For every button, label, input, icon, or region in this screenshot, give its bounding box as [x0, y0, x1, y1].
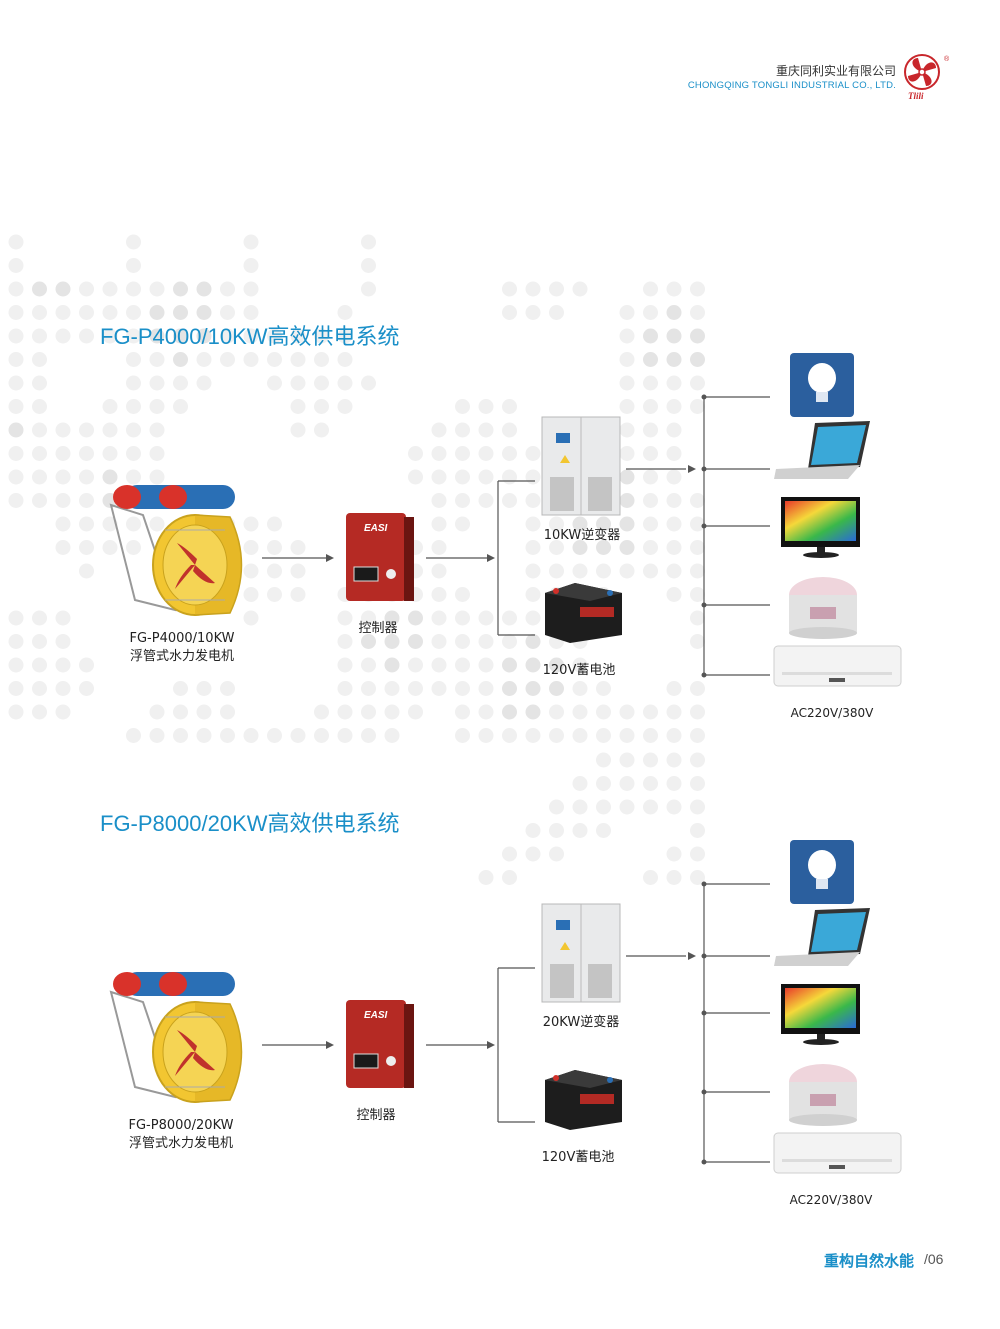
- section-2-diagram: EASI: [109, 840, 902, 1174]
- svg-text:EASI: EASI: [364, 523, 388, 534]
- page-number: /06: [924, 1251, 944, 1267]
- laptop-icon: [774, 908, 870, 966]
- controller-image: EASI: [346, 513, 414, 601]
- battery-image: [545, 583, 622, 643]
- section-2-title: FG-P8000/20KW高效供电系统: [100, 811, 400, 836]
- inverter-cabinet-image: [541, 416, 621, 516]
- light-bulb-icon: [790, 840, 854, 904]
- light-bulb-icon: [790, 353, 854, 417]
- rice-cooker-icon: [789, 1064, 857, 1126]
- air-conditioner-icon: [773, 645, 902, 687]
- battery-image: [545, 1070, 622, 1130]
- section-1-generator-model: FG-P4000/10KW: [129, 631, 235, 646]
- section-1-battery-label: 120V蓄电池: [542, 663, 616, 678]
- section-2-output-label: AC220V/380V: [789, 1193, 873, 1207]
- section-1-output-label: AC220V/380V: [790, 706, 874, 720]
- company-name-cn: 重庆同利实业有限公司: [775, 64, 896, 78]
- section-2-inverter-label: 20KW逆变器: [542, 1015, 620, 1030]
- section-2-generator-model: FG-P8000/20KW: [128, 1118, 234, 1133]
- section-2-generator-name: 浮管式水力发电机: [128, 1136, 233, 1151]
- monitor-icon: [781, 984, 860, 1045]
- controller-image: EASI: [346, 1000, 414, 1088]
- monitor-icon: [781, 497, 860, 558]
- company-logo: ® Tlili: [904, 54, 950, 101]
- section-2-controller-label: 控制器: [356, 1108, 396, 1123]
- logo-script-text: Tlili: [908, 91, 924, 101]
- company-name-en: CHONGQING TONGLI INDUSTRIAL CO., LTD.: [687, 80, 896, 91]
- hydro-generator-image: [109, 485, 243, 616]
- laptop-icon: [774, 421, 870, 479]
- inverter-cabinet-image: [541, 903, 621, 1003]
- section-1-diagram: EASI: [109, 353, 902, 687]
- section-2-battery-label: 120V蓄电池: [541, 1150, 615, 1165]
- svg-text:EASI: EASI: [364, 1010, 388, 1021]
- connector-lines: [262, 396, 770, 676]
- connector-arrows: [326, 881, 707, 1165]
- connector-arrows: [326, 394, 707, 678]
- section-1-controller-label: 控制器: [358, 621, 398, 636]
- section-1-title: FG-P4000/10KW高效供电系统: [100, 324, 400, 349]
- footer-tagline: 重构自然水能: [824, 1252, 915, 1270]
- air-conditioner-icon: [773, 1132, 902, 1174]
- section-1-generator-name: 浮管式水力发电机: [129, 649, 234, 664]
- rice-cooker-icon: [789, 577, 857, 639]
- registered-mark: ®: [944, 55, 950, 63]
- section-1-inverter-label: 10KW逆变器: [543, 528, 621, 543]
- connector-lines: [262, 883, 770, 1163]
- hydro-generator-image: [109, 972, 243, 1103]
